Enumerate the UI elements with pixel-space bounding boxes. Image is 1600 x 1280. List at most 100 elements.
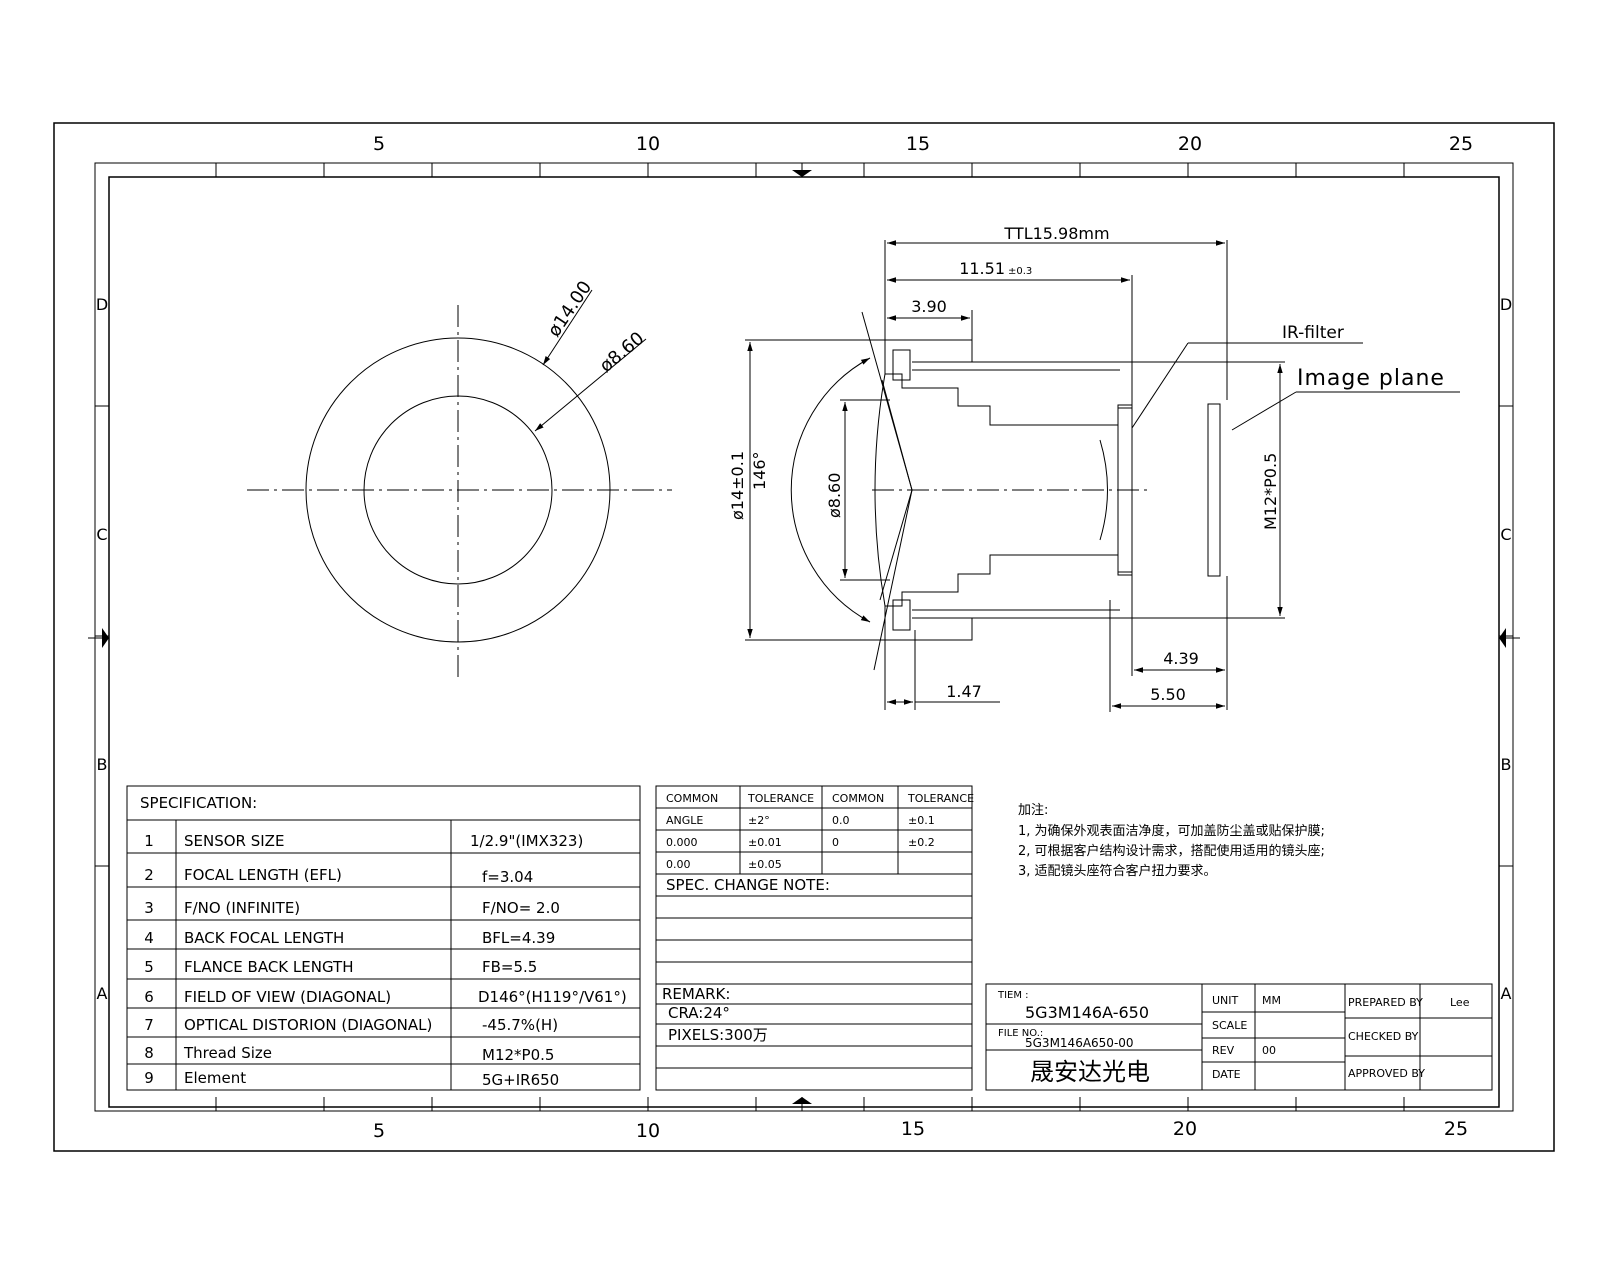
spec-no-5: 5 bbox=[144, 958, 154, 976]
fov-angle-label: 146° bbox=[750, 451, 769, 490]
spec-value-3: F/NO= 2.0 bbox=[482, 899, 560, 917]
col-label-top-25: 25 bbox=[1449, 133, 1473, 155]
title-block: TIEM : 5G3M146A-650 FILE NO.: 5G3M146A65… bbox=[985, 983, 1493, 1091]
col-label-bottom-5: 5 bbox=[373, 1120, 385, 1142]
spec-name-7: OPTICAL DISTORION (DIAGONAL) bbox=[184, 1016, 432, 1034]
prepared-by-value: Lee bbox=[1450, 996, 1470, 1009]
spec-value-2: f=3.04 bbox=[482, 868, 533, 886]
fov-arc bbox=[790, 357, 871, 623]
spec-value-5: FB=5.5 bbox=[482, 958, 537, 976]
len-1151-label: 11.51 bbox=[959, 259, 1005, 278]
rev-label: REV bbox=[1212, 1044, 1235, 1057]
spec-no-2: 2 bbox=[144, 866, 154, 884]
spec-no-3: 3 bbox=[144, 899, 154, 917]
front-ring-lower bbox=[892, 599, 911, 631]
dia-outer-label: ø14.00 bbox=[544, 277, 596, 341]
remark-label: REMARK: bbox=[662, 985, 730, 1003]
thread-label: M12*P0.5 bbox=[1261, 453, 1280, 530]
prepared-by-label: PREPARED BY bbox=[1348, 996, 1423, 1009]
spec-value-4: BFL=4.39 bbox=[482, 929, 555, 947]
row-label-left-b: B bbox=[97, 755, 108, 774]
spec-name-9: Element bbox=[184, 1069, 246, 1087]
tol-cell-1-3: 0.0 bbox=[832, 814, 850, 827]
spec-name-5: FLANCE BACK LENGTH bbox=[184, 958, 353, 976]
approved-by-label: APPROVED BY bbox=[1348, 1067, 1425, 1080]
spec-value-9: 5G+IR650 bbox=[482, 1071, 559, 1089]
front-view: ø14.00 ø8.60 bbox=[247, 277, 672, 680]
notes-block: 加注: 1, 为确保外观表面洁净度，可加盖防尘盖或贴保护膜; 2, 可根据客户结… bbox=[1018, 803, 1325, 879]
unit-value: MM bbox=[1262, 994, 1281, 1007]
tol-cell-2-3: 0 bbox=[832, 836, 839, 849]
barrel-lower-section bbox=[884, 554, 1133, 641]
tol-cell-2-4: ±0.2 bbox=[908, 836, 935, 849]
pixels-value: PIXELS:300万 bbox=[668, 1026, 768, 1044]
col-label-top-5: 5 bbox=[373, 133, 385, 155]
spec-no-6: 6 bbox=[144, 988, 154, 1006]
note-line-3: 3, 适配镜头座符合客户扭力要求。 bbox=[1018, 863, 1217, 879]
len-390-label: 3.90 bbox=[911, 297, 947, 316]
col-label-top-20: 20 bbox=[1178, 133, 1202, 155]
spec-no-9: 9 bbox=[144, 1069, 154, 1087]
tol-cell-3-1: 0.00 bbox=[666, 858, 691, 871]
col-label-bottom-20: 20 bbox=[1173, 1118, 1197, 1140]
len-439-label: 4.39 bbox=[1163, 649, 1199, 668]
inner-border bbox=[108, 176, 1500, 1108]
col-label-bottom-25: 25 bbox=[1444, 1118, 1468, 1140]
row-label-right-d: D bbox=[1500, 295, 1512, 314]
spec-no-4: 4 bbox=[144, 929, 154, 947]
tol-header-2: TOLERANCE bbox=[747, 792, 814, 805]
spec-value-7: -45.7%(H) bbox=[482, 1016, 558, 1034]
tolerance-table: COMMON TOLERANCE COMMON TOLERANCE ANGLE … bbox=[655, 785, 974, 1091]
spec-name-1: SENSOR SIZE bbox=[184, 832, 284, 850]
spec-change-note: SPEC. CHANGE NOTE: bbox=[666, 876, 830, 894]
zone-border bbox=[94, 162, 1514, 1112]
tol-cell-1-4: ±0.1 bbox=[908, 814, 935, 827]
spec-name-2: FOCAL LENGTH (EFL) bbox=[184, 866, 342, 884]
len-147-label: 1.47 bbox=[946, 682, 982, 701]
spec-value-1: 1/2.9"(IMX323) bbox=[470, 832, 583, 850]
dia-inner-label: ø8.60 bbox=[596, 328, 649, 377]
tol-cell-1-1: ANGLE bbox=[666, 814, 703, 827]
dia14-label: ø14±0.1 bbox=[728, 451, 747, 520]
spec-header: SPECIFICATION: bbox=[140, 794, 257, 812]
cra-value: CRA:24° bbox=[668, 1004, 730, 1022]
len-1151-tol-label: ±0.3 bbox=[1008, 266, 1032, 277]
drawing-frame: 5 10 15 20 25 5 10 15 20 25 D C B A D C … bbox=[53, 122, 1555, 1152]
row-label-left-a: A bbox=[97, 984, 108, 1003]
spec-name-8: Thread Size bbox=[183, 1044, 272, 1062]
note-line-1: 1, 为确保外观表面洁净度，可加盖防尘盖或贴保护膜; bbox=[1018, 823, 1325, 839]
tol-cell-2-1: 0.000 bbox=[666, 836, 698, 849]
spec-value-8: M12*P0.5 bbox=[482, 1046, 554, 1064]
barrel-upper-section bbox=[884, 339, 1133, 426]
col-label-bottom-10: 10 bbox=[636, 1120, 660, 1142]
item-label: TIEM : bbox=[997, 990, 1029, 1001]
image-plane-sensor bbox=[1207, 403, 1221, 577]
leader-dia-inner bbox=[534, 338, 647, 432]
outer-border bbox=[53, 122, 1555, 1152]
tol-cell-3-2: ±0.05 bbox=[748, 858, 782, 871]
specification-table: SPECIFICATION: 1 SENSOR SIZE 1/2.9"(IMX3… bbox=[126, 785, 641, 1091]
file-no-value: 5G3M146A650-00 bbox=[1025, 1036, 1134, 1050]
spec-name-6: FIELD OF VIEW (DIAGONAL) bbox=[184, 988, 391, 1006]
ttl-label: TTL15.98mm bbox=[1003, 224, 1109, 243]
spec-no-7: 7 bbox=[144, 1016, 154, 1034]
col-label-bottom-15: 15 bbox=[901, 1118, 925, 1140]
row-label-right-b: B bbox=[1501, 755, 1512, 774]
scale-label: SCALE bbox=[1212, 1019, 1247, 1032]
spec-no-1: 1 bbox=[144, 832, 154, 850]
checked-by-label: CHECKED BY bbox=[1348, 1030, 1419, 1043]
row-label-left-c: C bbox=[96, 525, 107, 544]
ir-filter-label: IR-filter bbox=[1282, 323, 1344, 343]
spec-name-4: BACK FOCAL LENGTH bbox=[184, 929, 344, 947]
side-section-view: ø14±0.1 146° ø8.60 TTL15.98mm 11.51 ±0.3… bbox=[728, 224, 1460, 712]
rev-value: 00 bbox=[1262, 1044, 1276, 1057]
spec-no-8: 8 bbox=[144, 1044, 154, 1062]
item-value: 5G3M146A-650 bbox=[1025, 1003, 1149, 1022]
side-dia-label: ø8.60 bbox=[825, 473, 844, 518]
front-ring-upper bbox=[892, 349, 911, 381]
col-label-top-15: 15 bbox=[906, 133, 930, 155]
company-name: 晟安达光电 bbox=[1030, 1058, 1150, 1086]
unit-label: UNIT bbox=[1212, 994, 1239, 1007]
row-label-right-c: C bbox=[1500, 525, 1511, 544]
